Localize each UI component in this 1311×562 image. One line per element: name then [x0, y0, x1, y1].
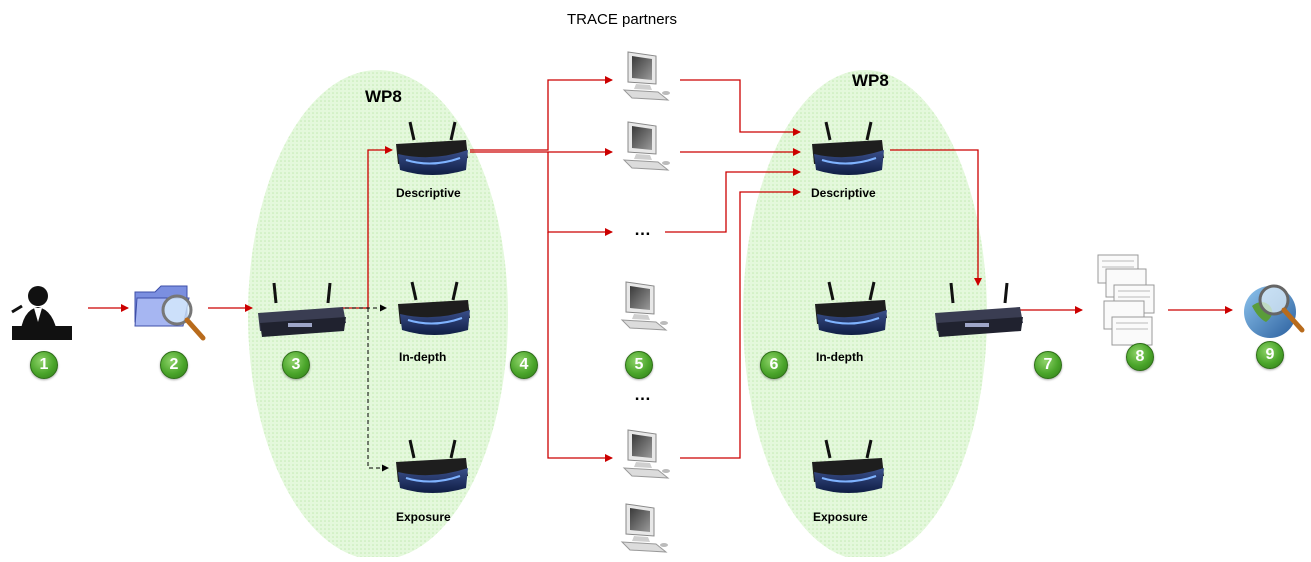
right-descriptive-label: Descriptive	[811, 186, 876, 200]
step-badge-9: 9	[1256, 341, 1284, 369]
right-exposure-label: Exposure	[813, 510, 868, 524]
documents-icon	[1097, 254, 1155, 346]
partner-monitor-icon-3	[620, 281, 668, 331]
router-icon-step3	[258, 282, 346, 337]
step-badge-3: 3	[282, 351, 310, 379]
right-in-depth-router-icon	[815, 281, 887, 335]
wp8-left-region	[248, 70, 508, 560]
left-descriptive-label: Descriptive	[396, 186, 461, 200]
step-badge-6: 6	[760, 351, 788, 379]
right-exposure-router-icon	[812, 439, 884, 493]
globe-search-icon	[1244, 284, 1305, 338]
step-badge-2: 2	[160, 351, 188, 379]
router-icon-step7	[935, 282, 1023, 337]
partner-monitor-icon-4	[622, 429, 670, 479]
partners-ellipsis-lower: …	[634, 385, 652, 404]
right-in-depth-label: In-depth	[816, 350, 864, 364]
left-exposure-label: Exposure	[396, 510, 451, 524]
partner-monitor-icon-5	[620, 503, 668, 553]
step-badge-8: 8	[1126, 343, 1154, 371]
left-in-depth-router-icon	[398, 281, 470, 335]
step-badge-7: 7	[1034, 351, 1062, 379]
routers-group	[258, 121, 1023, 493]
left-in-depth-label: In-depth	[399, 350, 447, 364]
step-badge-1: 1	[30, 351, 58, 379]
partner-monitor-icon-2	[622, 121, 670, 171]
step-badge-5: 5	[625, 351, 653, 379]
monitors-group	[620, 51, 670, 553]
partner-monitor-icon-1	[622, 51, 670, 101]
wp8-left-label: WP8	[365, 87, 402, 106]
left-exposure-router-icon	[396, 439, 468, 493]
person-icon	[11, 286, 72, 340]
wp8-right-label: WP8	[852, 71, 889, 90]
diagram-title: TRACE partners	[567, 11, 678, 28]
left-descriptive-router-icon	[396, 121, 468, 175]
right-descriptive-router-icon	[812, 121, 884, 175]
step-badge-4: 4	[510, 351, 538, 379]
folder-search-icon	[134, 285, 206, 341]
partners-ellipsis-upper: …	[634, 220, 652, 239]
